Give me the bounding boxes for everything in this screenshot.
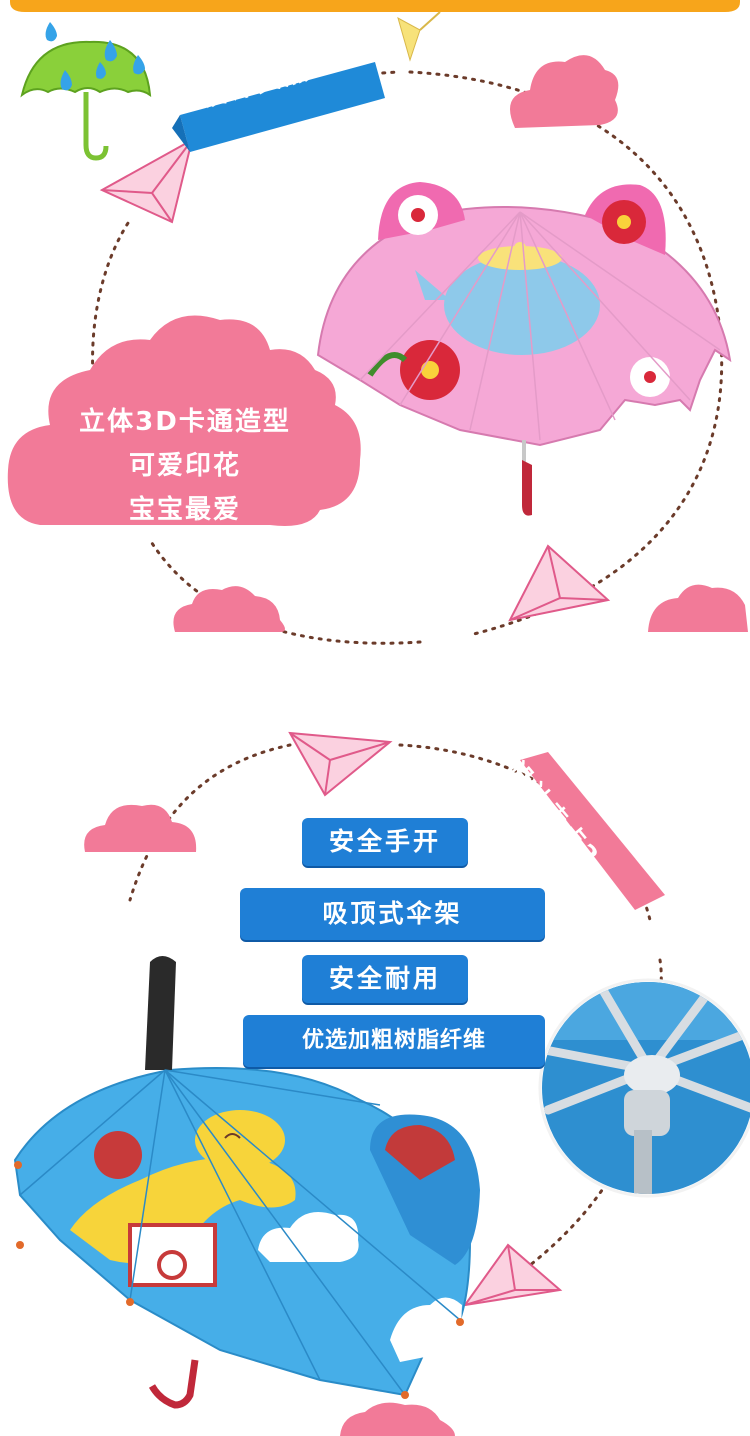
tag-ribbon-2 bbox=[520, 752, 665, 910]
cloud-icon bbox=[84, 804, 197, 852]
feature-badge: 安全手开 bbox=[302, 818, 468, 866]
feature-cloud bbox=[7, 315, 361, 526]
pink-umbrella-image bbox=[316, 182, 732, 516]
frame-detail-photo bbox=[538, 978, 750, 1198]
cloud-icon bbox=[510, 55, 619, 128]
cloud-icon bbox=[648, 584, 748, 632]
cloud-line: 宝宝最爱 bbox=[128, 495, 241, 525]
cloud-icon bbox=[173, 586, 285, 632]
top-banner-strip bbox=[10, 0, 740, 12]
feature-cloud-text: 立体3D卡通造型 可爱印花 宝宝最爱 bbox=[40, 400, 330, 532]
paper-plane-icon bbox=[99, 138, 194, 224]
umbrella-rain-icon bbox=[20, 22, 152, 161]
paper-plane-icon bbox=[462, 1243, 563, 1307]
cloud-icon bbox=[340, 1402, 455, 1436]
cloud-line: 可爱印花 bbox=[128, 451, 241, 481]
tag-ribbon-1 bbox=[180, 62, 385, 152]
paper-plane-icon bbox=[288, 731, 393, 797]
cloud-line: 立体3D卡通造型 bbox=[79, 407, 291, 437]
feature-badge: 安全耐用 bbox=[302, 955, 468, 1003]
paper-plane-icon bbox=[508, 544, 611, 622]
feature-badge: 优选加粗树脂纤维 bbox=[243, 1015, 545, 1067]
kite-icon bbox=[397, 11, 441, 62]
feature-badge: 吸顶式伞架 bbox=[240, 888, 545, 940]
dotted-ring-2 bbox=[128, 743, 663, 1302]
blue-umbrella-image bbox=[13, 956, 480, 1409]
